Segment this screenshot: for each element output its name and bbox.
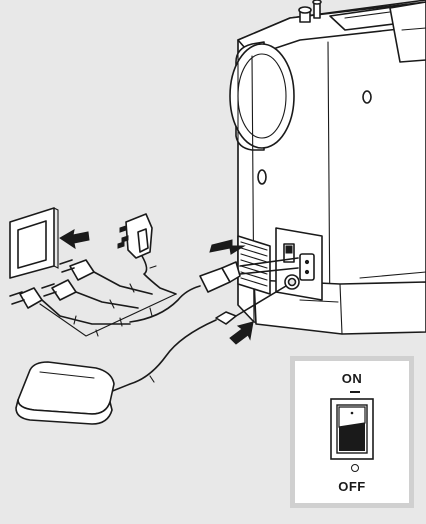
off-label: OFF (295, 479, 409, 494)
on-mark (350, 391, 360, 393)
sewing-machine (230, 0, 426, 334)
arrow-up-right-icon (230, 322, 253, 344)
power-adapter-icon (118, 214, 176, 294)
off-mark (351, 464, 359, 472)
foot-control-cord (110, 286, 286, 392)
foot-pedal-icon (16, 362, 114, 424)
wall-socket-icon (10, 208, 58, 278)
rocker-switch-icon (325, 397, 379, 465)
arrow-left-icon (60, 230, 89, 248)
power-switch-inset: ON OFF (290, 356, 414, 508)
on-label: ON (295, 371, 409, 386)
